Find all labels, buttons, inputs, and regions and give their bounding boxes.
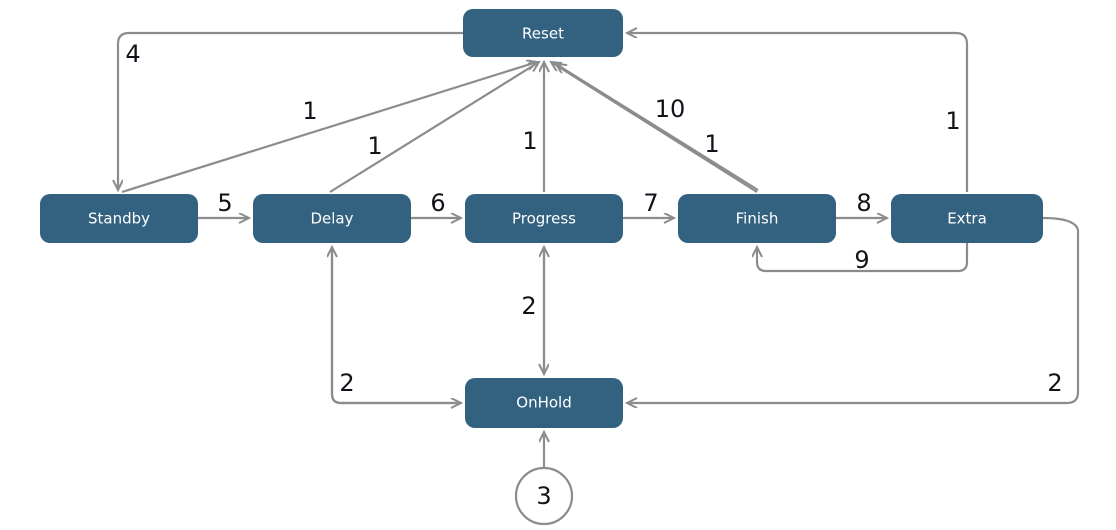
edge-extra-finish[interactable] [757, 243, 969, 273]
edge-layer [118, 31, 1080, 468]
node-progress[interactable]: Progress [465, 194, 623, 243]
edge-standby-reset[interactable] [121, 62, 537, 194]
edge-label-delay-progress: 6 [430, 189, 445, 217]
edge-label-standby-reset: 1 [302, 97, 317, 125]
node-standby[interactable]: Standby [40, 194, 198, 243]
edge-label-finish-reset: 10 [655, 95, 686, 123]
edge-label-delay-reset: 1 [367, 132, 382, 160]
edge-finish-reset[interactable] [551, 62, 758, 193]
start-marker[interactable]: 3 [514, 466, 574, 526]
edge-onhold-delay[interactable] [332, 247, 461, 405]
edge-delay-onhold[interactable] [330, 247, 461, 403]
edge-delay-reset[interactable] [329, 62, 539, 193]
edge-label-extra-onhold: 2 [1047, 369, 1062, 397]
node-delay[interactable]: Delay [253, 194, 411, 243]
edge-label-standby-delay: 5 [217, 189, 232, 217]
edge-label-progress-onhold: 2 [521, 292, 536, 320]
node-reset[interactable]: Reset [463, 9, 623, 57]
edge-extra-onhold[interactable] [627, 216, 1080, 403]
node-extra[interactable]: Extra [891, 194, 1043, 243]
edge-extra-reset[interactable] [627, 33, 969, 192]
node-layer: Reset Standby Delay Progress Finish Extr [40, 9, 1043, 526]
edge-label-extra-finish: 9 [854, 246, 869, 274]
edge-label-progress-finish: 7 [643, 189, 658, 217]
edge-label-progress-reset: 1 [522, 127, 537, 155]
edge-reset-standby[interactable] [118, 31, 463, 190]
edge-label-extra-reset: 1 [945, 107, 960, 135]
edge-label-finish-reset-alt: 1 [704, 130, 719, 158]
edge-label-finish-extra: 8 [856, 189, 871, 217]
start-marker-circle[interactable] [514, 466, 574, 526]
node-onhold[interactable]: OnHold [465, 378, 623, 428]
edge-label-onhold-delay: 2 [339, 369, 354, 397]
edge-label-reset-standby: 4 [125, 40, 140, 68]
edge-finish-reset-alt[interactable] [556, 64, 759, 191]
node-finish[interactable]: Finish [678, 194, 836, 243]
